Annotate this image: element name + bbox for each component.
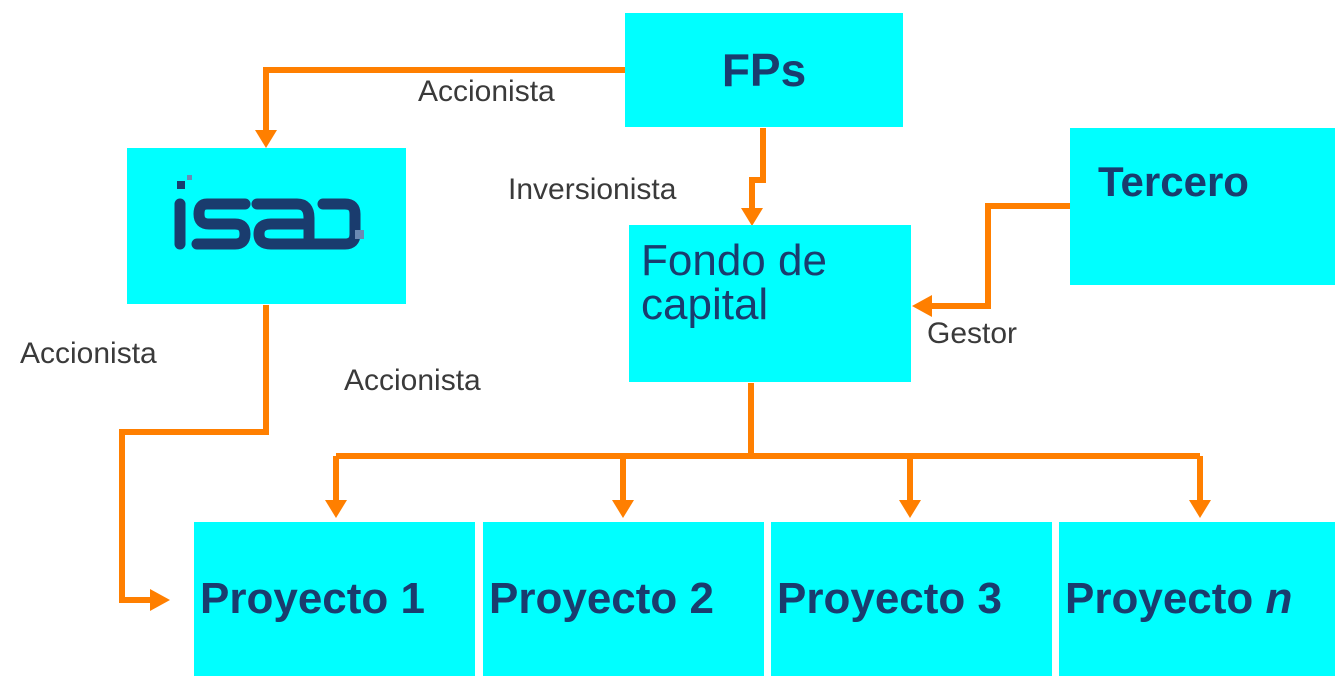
- edge-label-fps-isa: Accionista: [418, 75, 555, 108]
- node-tercero: Tercero: [1070, 128, 1335, 285]
- edge-label-fondo-proyectos: Accionista: [344, 364, 481, 397]
- arrow-isa-to-proyecto1: [119, 305, 269, 603]
- arrowhead-proyecto1: [150, 589, 170, 611]
- edge-label-fps-fondo: Inversionista: [508, 173, 677, 206]
- node-tercero-label: Tercero: [1098, 158, 1249, 205]
- node-fondo-line1: Fondo de: [641, 236, 827, 285]
- isa-logo: [174, 175, 364, 250]
- node-proyecto-n: Proyecto n: [1059, 522, 1335, 676]
- node-proyecto-1: Proyecto 1: [194, 522, 475, 676]
- node-isa: isa: [127, 148, 406, 304]
- arrowhead-isa: [255, 130, 277, 148]
- edge-label-isa-proyecto1: Accionista: [20, 337, 157, 370]
- node-fps: FPs: [625, 13, 903, 127]
- node-proyecto-2: Proyecto 2: [483, 522, 764, 676]
- arrowhead-fondo: [741, 208, 763, 226]
- arrow-fps-to-fondo: [749, 128, 766, 210]
- node-proyecto-n-suffix: n: [1265, 574, 1293, 623]
- node-fondo-line2: capital: [641, 280, 769, 329]
- node-proyecto-n-prefix: Proyecto: [1065, 574, 1266, 623]
- node-proyecto-1-label: Proyecto 1: [200, 574, 425, 623]
- edge-label-tercero-fondo: Gestor: [927, 317, 1018, 350]
- node-proyecto-2-label: Proyecto 2: [489, 574, 714, 623]
- node-fps-label: FPs: [721, 44, 807, 96]
- arrowhead-proyecto3-top: [899, 500, 921, 518]
- arrow-fps-to-isa: [263, 67, 625, 132]
- node-proyecto-n-label: Proyecto n: [1065, 574, 1292, 624]
- arrowhead-proyecto2-top: [612, 500, 634, 518]
- node-fondo-de-capital: Fondo de capital: [629, 225, 911, 382]
- arrow-tercero-to-fondo: [930, 203, 1070, 309]
- arrowhead-gestor: [912, 295, 932, 317]
- arrowhead-proyecton-top: [1189, 500, 1211, 518]
- node-proyecto-3: Proyecto 3: [771, 522, 1052, 676]
- arrowhead-proyecto1-top: [325, 500, 347, 518]
- node-proyecto-3-label: Proyecto 3: [777, 574, 1002, 623]
